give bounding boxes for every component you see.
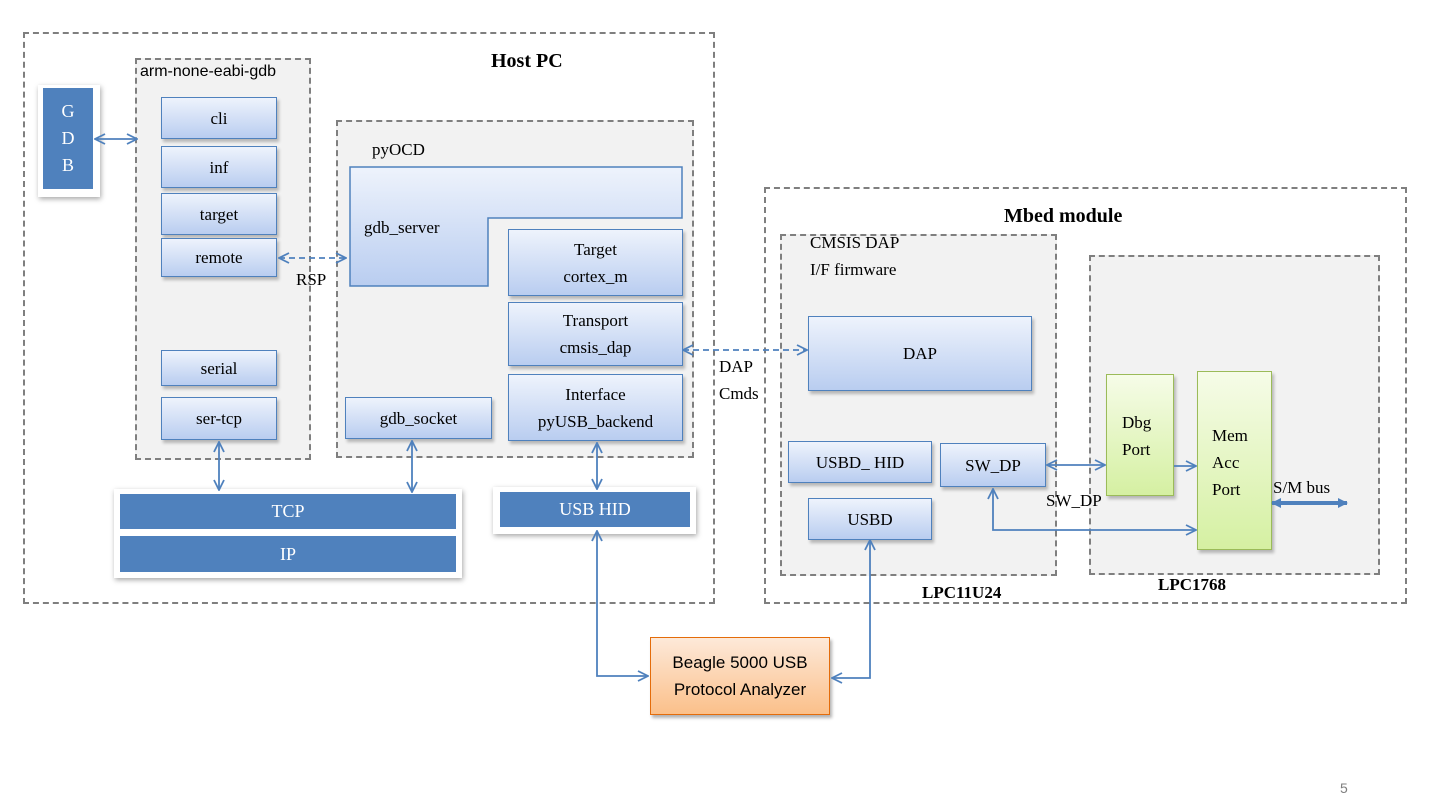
gdb-block: G D B [43, 88, 93, 189]
host-pc-group [23, 32, 715, 604]
ip-block: IP [120, 536, 456, 572]
beagle-analyzer-box: Beagle 5000 USB Protocol Analyzer [650, 637, 830, 715]
serial-box: serial [161, 350, 277, 386]
cli-box: cli [161, 97, 277, 139]
cmsis-dap-title: CMSIS DAP I/F firmware [810, 233, 900, 279]
page-number: 5 [1340, 780, 1348, 796]
pyocd-title: pyOCD [372, 140, 425, 159]
dap-cmds-label: DAP Cmds [719, 357, 759, 403]
tcp-block: TCP [120, 494, 456, 529]
transport-box: Transport cmsis_dap [508, 302, 683, 366]
rsp-label: RSP [296, 270, 327, 289]
gdb-server-shape [349, 166, 683, 287]
usb-hid-block: USB HID [500, 492, 690, 527]
target-cortex-box: Target cortex_m [508, 229, 683, 296]
sm-bus-label: S/M bus [1273, 478, 1331, 497]
inf-box: inf [161, 146, 277, 188]
sw-dp-link-label: SW_DP [1046, 491, 1102, 510]
gdb-socket-box: gdb_socket [345, 397, 492, 439]
mem-acc-port-box: Mem Acc Port [1197, 371, 1272, 550]
mbed-module-title: Mbed module [1004, 205, 1123, 227]
target-box: target [161, 193, 277, 235]
gdb-server-label: gdb_server [364, 218, 440, 237]
dap-box: DAP [808, 316, 1032, 391]
lpc11u24-label: LPC11U24 [922, 583, 1002, 602]
usbd-hid-box: USBD_ HID [788, 441, 932, 483]
host-pc-title: Host PC [491, 50, 563, 72]
mbed-module-group [764, 187, 1407, 604]
lpc1768-label: LPC1768 [1158, 575, 1226, 594]
remote-box: remote [161, 238, 277, 277]
dbg-port-box: Dbg Port [1106, 374, 1174, 496]
arm-gdb-title: arm-none-eabi-gdb [140, 63, 277, 80]
ser-tcp-box: ser-tcp [161, 397, 277, 440]
usbd-box: USBD [808, 498, 932, 540]
sw-dp-box: SW_DP [940, 443, 1046, 487]
interface-box: Interface pyUSB_backend [508, 374, 683, 441]
